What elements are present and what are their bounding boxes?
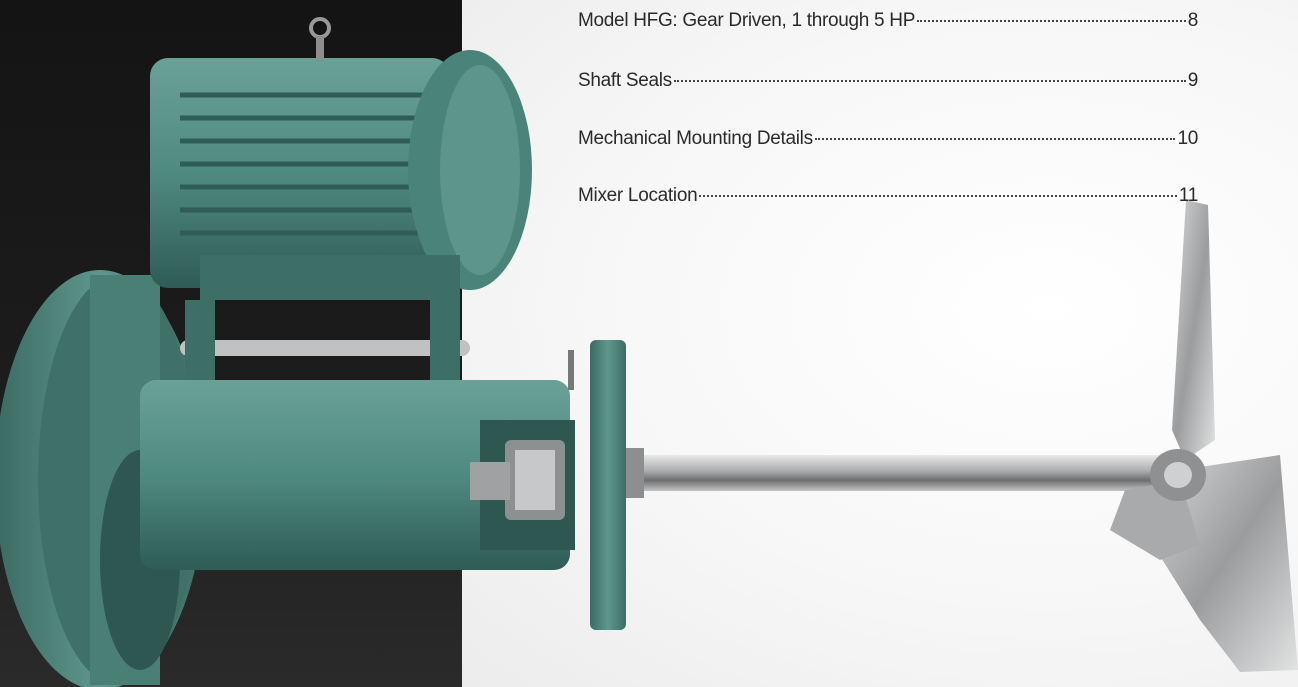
propeller-impeller xyxy=(1110,200,1298,672)
dot-leader xyxy=(673,80,1186,82)
mixer-shaft xyxy=(626,448,1166,498)
toc-entry-mixer-location[interactable]: Mixer Location 11 xyxy=(578,185,1198,207)
toc-entry-page-number: 11 xyxy=(1178,185,1198,206)
toc-entry-model-hfg[interactable]: Model HFG: Gear Driven, 1 through 5 HP 8 xyxy=(578,10,1198,32)
toc-entry-label: Mixer Location xyxy=(578,185,698,206)
gear-housing xyxy=(140,340,626,630)
belt-guard xyxy=(0,270,205,687)
toc-entry-page-number: 8 xyxy=(1187,10,1199,31)
toc-entry-label: Model HFG: Gear Driven, 1 through 5 HP xyxy=(578,10,916,31)
toc-entry-label: Mechanical Mounting Details xyxy=(578,128,813,149)
dot-leader xyxy=(699,195,1177,197)
toc-entry-shaft-seals[interactable]: Shaft Seals 9 xyxy=(578,70,1198,92)
electric-motor xyxy=(150,17,532,300)
toc-entry-mechanical-mounting[interactable]: Mechanical Mounting Details 10 xyxy=(578,128,1198,150)
dot-leader xyxy=(814,138,1176,140)
dot-leader xyxy=(917,20,1186,22)
shaft-coupling xyxy=(470,440,565,520)
toc-entry-page-number: 9 xyxy=(1187,70,1199,91)
toc-entry-label: Shaft Seals xyxy=(578,70,672,91)
toc-entry-page-number: 10 xyxy=(1177,128,1198,149)
